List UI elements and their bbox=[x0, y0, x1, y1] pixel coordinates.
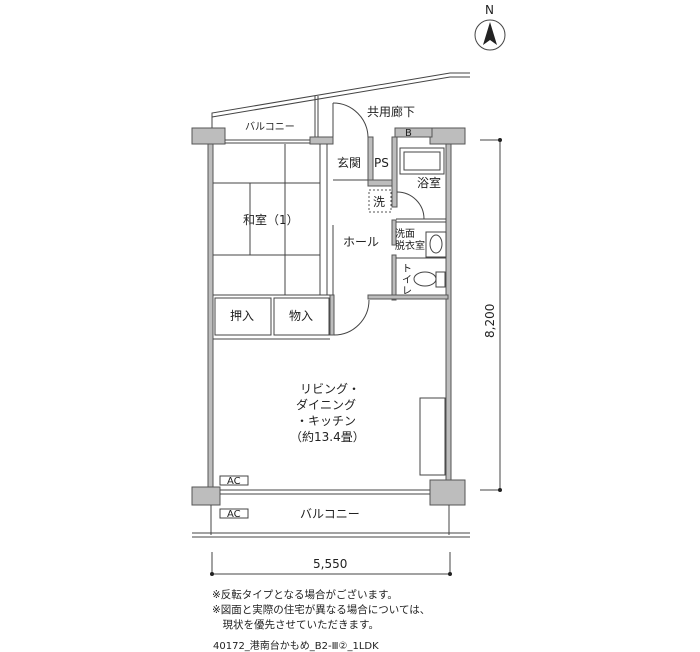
width-dimension-label: 5,550 bbox=[313, 557, 347, 571]
ac-label-1: AC bbox=[227, 476, 241, 487]
balcony-top-label: バルコニー bbox=[245, 121, 295, 133]
width-dimension: 5,550 bbox=[210, 552, 452, 576]
washbasin bbox=[425, 231, 447, 258]
storage-closet bbox=[273, 297, 330, 336]
ac-unit-1 bbox=[219, 475, 249, 486]
bathroom-label: 浴室 bbox=[417, 175, 441, 190]
note-3: 現状を優先させていただきます。 bbox=[212, 619, 379, 631]
top-balcony-rail bbox=[211, 72, 470, 140]
toilet-icon bbox=[413, 271, 446, 288]
balcony-bottom-label: バルコニー bbox=[300, 507, 360, 521]
ac-label-2: AC bbox=[227, 509, 241, 520]
ldk-label-2: ダイニング bbox=[296, 397, 356, 412]
walls bbox=[191, 127, 466, 506]
ac-unit-2 bbox=[219, 508, 249, 519]
common-corridor-label: 共用廊下 bbox=[367, 104, 415, 119]
washroom-label-2: 脱衣室 bbox=[395, 239, 425, 252]
height-dimension: 8,200 bbox=[480, 138, 502, 492]
entrance-door bbox=[332, 102, 369, 139]
note-2: ※図面と実際の住宅が異なる場合については、 bbox=[212, 604, 431, 616]
washer-label: 洗 bbox=[373, 195, 385, 209]
entrance-label: 玄関 bbox=[337, 155, 361, 170]
hall-label: ホール bbox=[343, 235, 379, 249]
north-compass-icon: N bbox=[474, 3, 506, 51]
plan-caption: 40172_港南台かもめ_B2-Ⅲ②_1LDK bbox=[213, 641, 379, 652]
hall-door bbox=[333, 299, 370, 336]
toilet-label-3: レ bbox=[402, 286, 412, 297]
bath-door bbox=[396, 191, 425, 220]
oshiire-closet bbox=[214, 297, 272, 336]
north-label: N bbox=[485, 3, 494, 17]
oshiire-label: 押入 bbox=[230, 309, 254, 323]
ps-label: PS bbox=[374, 156, 389, 170]
b-label: B bbox=[405, 128, 412, 139]
note-1: ※反転タイプとなる場合がございます。 bbox=[212, 589, 398, 601]
ldk-label-4: （約13.4畳） bbox=[290, 429, 365, 444]
bathtub bbox=[399, 147, 445, 175]
japanese-room bbox=[213, 144, 330, 296]
height-dimension-label: 8,200 bbox=[483, 304, 497, 338]
ldk-label-3: ・キッチン bbox=[296, 414, 356, 428]
ldk-label-1: リビング・ bbox=[300, 382, 360, 396]
toilet-label-2: イ bbox=[402, 275, 412, 286]
washer-space bbox=[368, 189, 392, 213]
storage-label: 物入 bbox=[289, 309, 313, 323]
kitchen-counter bbox=[419, 397, 446, 476]
toilet-label-1: ト bbox=[402, 264, 412, 275]
japanese-room-label: 和室（1） bbox=[243, 212, 299, 227]
washroom-label-1: 洗面 bbox=[395, 228, 415, 240]
